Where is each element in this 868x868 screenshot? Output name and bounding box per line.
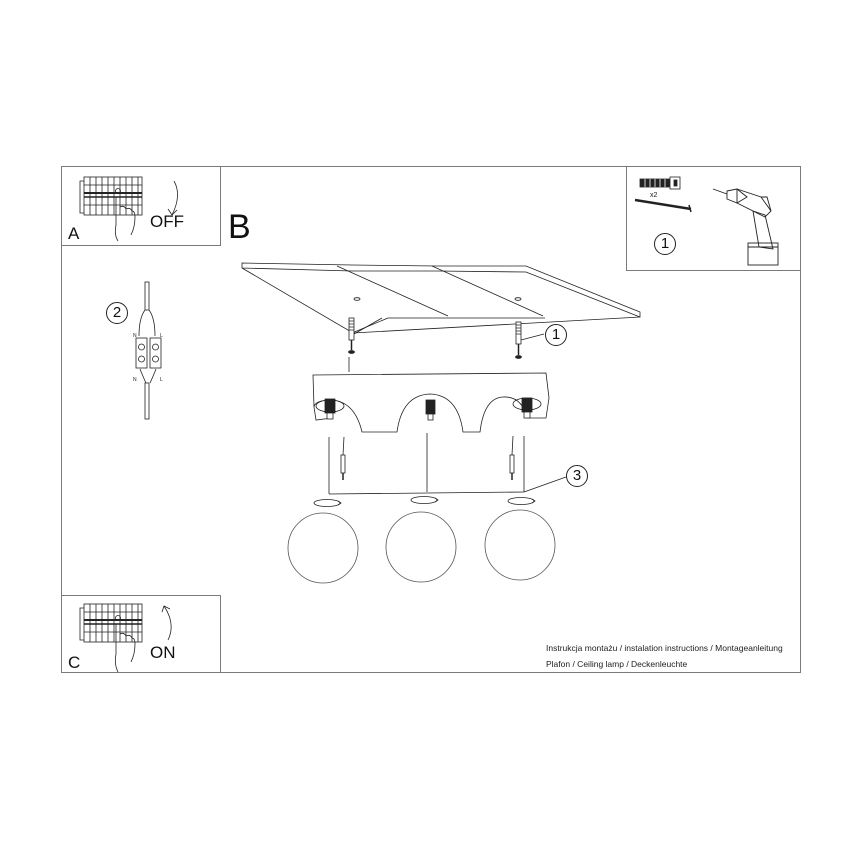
step-letter-b: B — [228, 208, 251, 246]
panel-power-on: C ON — [61, 595, 221, 673]
caption-product: Plafon / Ceiling lamp / Deckenleuchte — [546, 659, 688, 669]
step-letter-c: C — [68, 653, 81, 672]
quantity-label: x2 — [650, 192, 658, 199]
wall-plug-icon — [639, 176, 681, 190]
neutral-label-bottom: N — [133, 377, 137, 383]
panel-power-off: A OFF — [61, 166, 221, 246]
callout-screws-1: 1 — [545, 324, 567, 346]
screw-icon — [634, 198, 692, 213]
power-on-label: ON — [150, 643, 176, 662]
power-off-label: OFF — [150, 212, 184, 231]
caption-instructions: Instrukcja montażu / instalation instruc… — [546, 643, 783, 653]
neutral-label-top: N — [133, 333, 137, 339]
live-label-bottom: L — [160, 377, 163, 383]
breaker-hand-off-icon — [79, 176, 178, 242]
callout-fixing-3: 3 — [566, 465, 588, 487]
breaker-hand-on-icon — [79, 603, 172, 673]
instruction-frame — [61, 166, 801, 673]
step-letter-a: A — [68, 224, 80, 243]
callout-tools-1: 1 — [654, 233, 676, 255]
callout-wiring-2: 2 — [106, 302, 128, 324]
cordless-drill-icon — [712, 188, 779, 266]
live-label-top: L — [160, 333, 163, 339]
panel-tools: x2 1 — [626, 166, 801, 271]
